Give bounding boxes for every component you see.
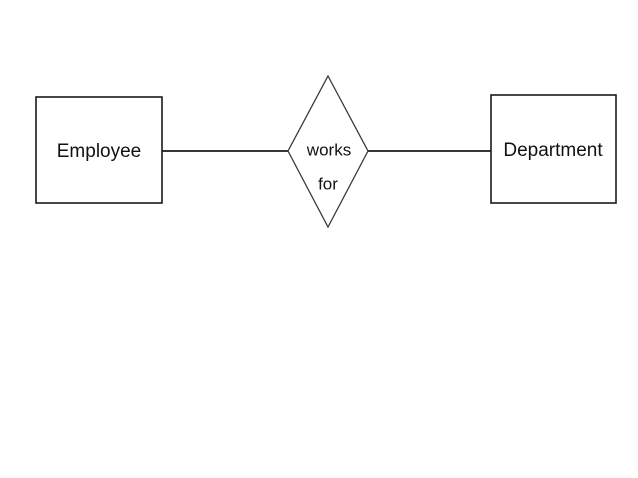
entity-employee[interactable]: Employee: [35, 96, 163, 204]
entity-department[interactable]: Department: [490, 94, 617, 204]
entity-employee-label: Employee: [57, 141, 142, 162]
entity-department-box[interactable]: [490, 94, 617, 204]
relationship-works-for-label-line2: for: [318, 174, 338, 193]
relationship-works-for[interactable]: works for: [287, 74, 369, 229]
entity-employee-box[interactable]: [35, 96, 163, 204]
relationship-works-for-diamond[interactable]: [287, 74, 369, 229]
entity-department-label: Department: [503, 140, 603, 161]
relationship-works-for-label-line1: works: [306, 140, 351, 159]
